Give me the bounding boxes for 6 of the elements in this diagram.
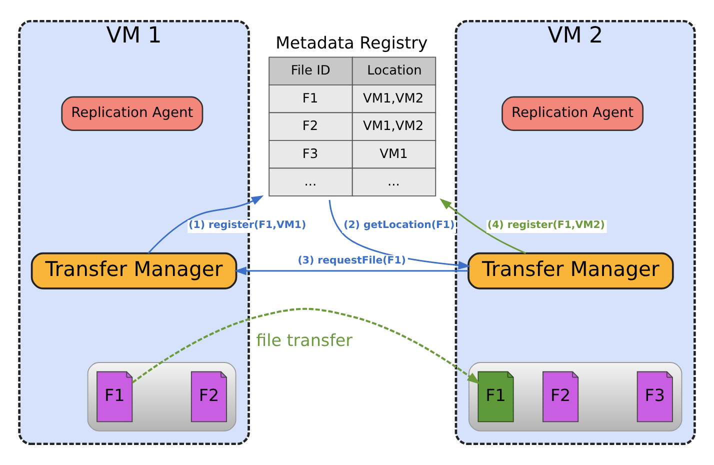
edge-label: (1) register(F1,VM1) <box>188 220 306 232</box>
node-label: Metadata Registry <box>276 33 428 52</box>
edge-label: (2) getLocation(F1) <box>344 220 455 232</box>
edge-label: (4) register(F1,VM2) <box>487 220 605 232</box>
edge-label: (3) requestFile(F1) <box>298 255 406 266</box>
edge-label: file transfer <box>256 331 353 350</box>
